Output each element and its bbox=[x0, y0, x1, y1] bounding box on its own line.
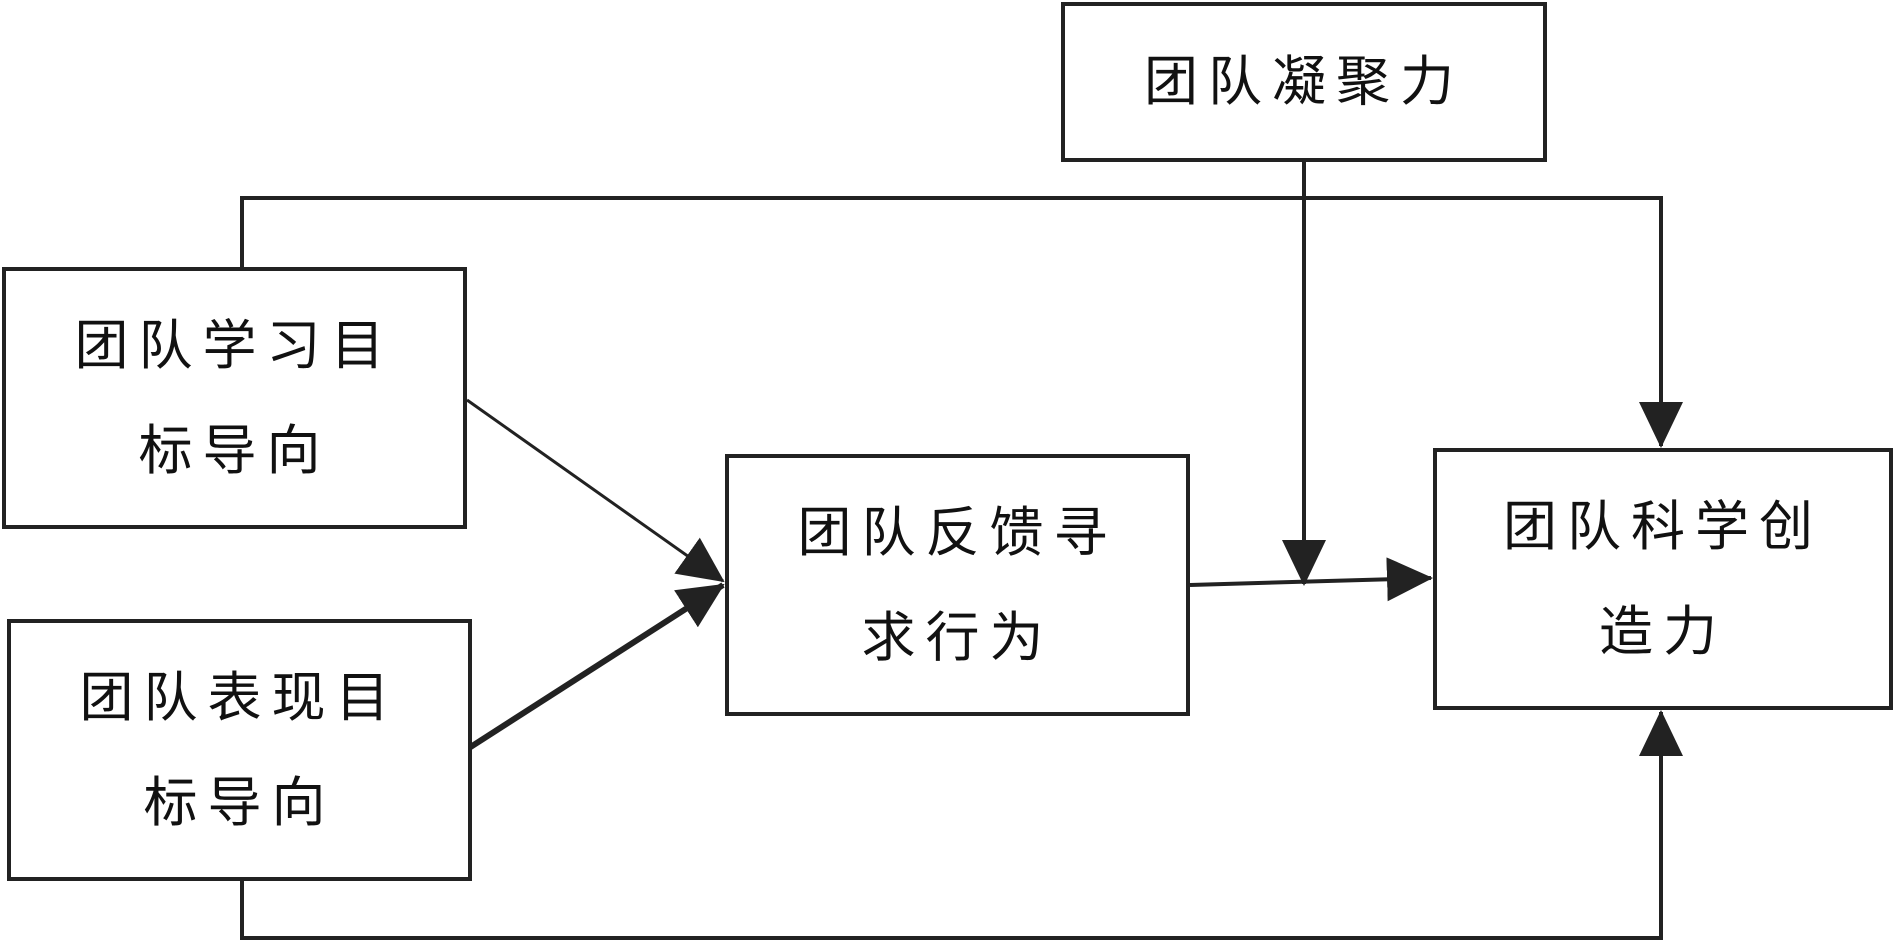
node-label-line: 标导向 bbox=[138, 419, 331, 482]
node-label-line: 标导向 bbox=[143, 771, 336, 834]
node-team-feedback-seeking-behavior: 团队反馈寻 求行为 bbox=[725, 454, 1190, 716]
node-label-line: 团队反馈寻 bbox=[797, 500, 1118, 564]
edge-performance-to-creativity bbox=[240, 710, 1683, 940]
node-team-cohesion: 团队凝聚力 bbox=[1061, 2, 1547, 162]
node-team-learning-goal-orientation: 团队学习目 标导向 bbox=[2, 267, 467, 529]
node-label-line: 团队凝聚力 bbox=[1144, 50, 1464, 114]
node-label-line: 团队学习目 bbox=[74, 313, 395, 377]
node-team-scientific-creativity: 团队科学创 造力 bbox=[1433, 448, 1893, 710]
node-label-line: 团队表现目 bbox=[79, 665, 400, 729]
node-label-line: 团队科学创 bbox=[1503, 494, 1823, 558]
node-label-line: 求行为 bbox=[861, 606, 1054, 669]
node-label-line: 造力 bbox=[1599, 600, 1727, 663]
edge-learning-to-feedback bbox=[466, 398, 725, 583]
node-team-performance-goal-orientation: 团队表现目 标导向 bbox=[7, 619, 472, 881]
edge-feedback-to-creativity bbox=[1189, 557, 1433, 602]
edge-performance-to-feedback bbox=[467, 582, 725, 751]
edge-learning-to-creativity bbox=[240, 196, 1683, 448]
